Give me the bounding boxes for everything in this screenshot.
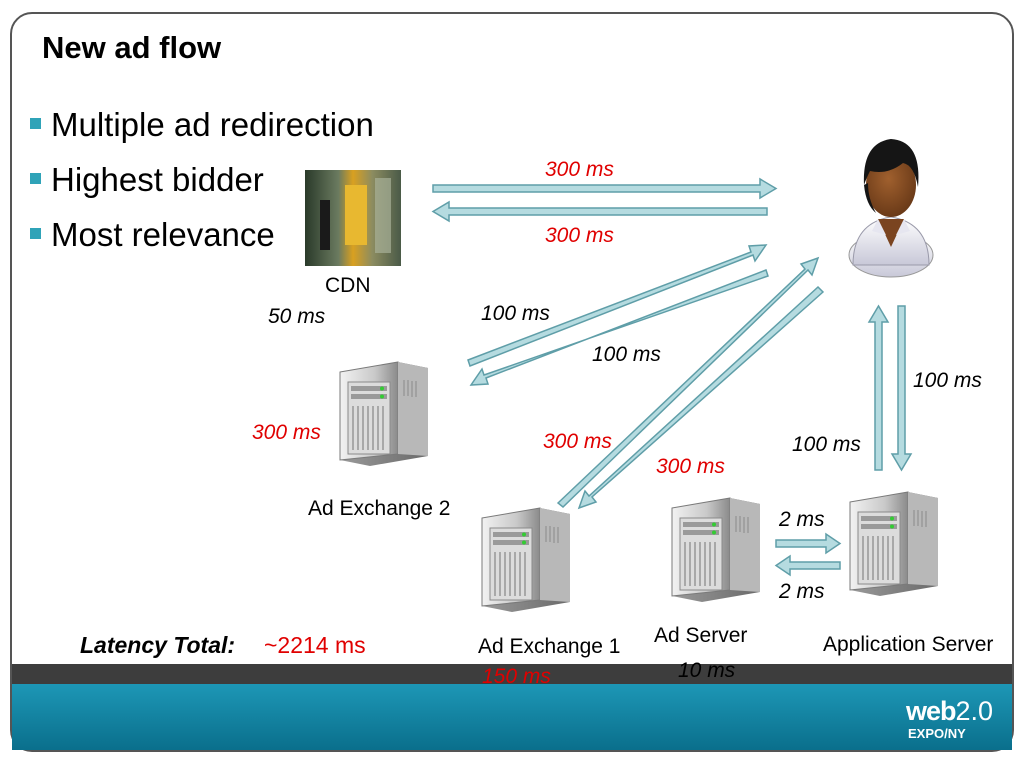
bullet-marker xyxy=(30,227,41,239)
latency-label: 2 ms xyxy=(779,508,825,531)
ad-server-label: Ad Server xyxy=(654,624,748,647)
application-server-label: Application Server xyxy=(823,633,994,656)
latency-label: 300 ms xyxy=(543,430,612,453)
arrow-to-exchange-2 xyxy=(469,269,769,386)
latency-label: 300 ms xyxy=(545,224,614,247)
latency-total-label: Latency Total: xyxy=(80,632,236,658)
cdn-photo xyxy=(305,170,401,266)
bullet-marker xyxy=(30,117,41,129)
bullet-marker xyxy=(30,172,41,184)
ad-exchange-2-latency: 300 ms xyxy=(252,421,321,444)
slide-title: New ad flow xyxy=(42,30,222,65)
bullet-item: Most relevance xyxy=(30,216,275,254)
bullet-text: Most relevance xyxy=(51,216,275,253)
cdn-label: CDN xyxy=(325,274,371,297)
ad-server-latency: 10 ms xyxy=(678,659,736,682)
latency-label: 100 ms xyxy=(592,343,661,366)
cdn-latency: 50 ms xyxy=(268,305,326,328)
latency-label: 100 ms xyxy=(913,369,982,392)
latency-label: 300 ms xyxy=(545,158,614,181)
arrow-to-application-server xyxy=(775,532,842,555)
arrow-to-cdn xyxy=(431,200,768,223)
server-icon xyxy=(849,491,939,597)
ad-exchange-2-label: Ad Exchange 2 xyxy=(308,497,451,520)
latency-label: 300 ms xyxy=(656,455,725,478)
arrow-to-user xyxy=(867,304,890,471)
arrow-to-application-server xyxy=(890,305,913,472)
slide-frame xyxy=(10,12,1014,752)
web20-expo-logo: web2.0 EXPO/NY xyxy=(906,696,994,741)
arrow-to-ad-server xyxy=(774,554,841,577)
latency-label: 2 ms xyxy=(779,580,825,603)
bullet-text: Highest bidder xyxy=(51,161,264,198)
arrow-to-user xyxy=(467,244,768,367)
latency-total-value: ~2214 ms xyxy=(264,632,366,658)
bullet-text: Multiple ad redirection xyxy=(51,106,374,143)
bullet-item: Highest bidder xyxy=(30,161,264,199)
logo-version: 2.0 xyxy=(955,696,994,726)
latency-label: 100 ms xyxy=(481,302,550,325)
bullet-item: Multiple ad redirection xyxy=(30,106,374,144)
server-icon xyxy=(481,507,571,613)
ad-exchange-1-label: Ad Exchange 1 xyxy=(478,635,621,658)
user-icon xyxy=(848,139,934,278)
arrow-to-user xyxy=(556,256,820,508)
footer-band-teal xyxy=(12,684,1012,750)
server-icon xyxy=(671,497,761,603)
logo-expo: EXPO/NY xyxy=(908,726,966,741)
arrow-to-user xyxy=(432,177,778,200)
ad-exchange-1-latency: 150 ms xyxy=(482,665,551,688)
logo-web: web xyxy=(906,696,957,726)
footer-band-dark xyxy=(12,664,1012,684)
arrow-to-exchange-1 xyxy=(577,285,825,510)
latency-label: 100 ms xyxy=(792,433,861,456)
server-icon xyxy=(339,361,429,467)
